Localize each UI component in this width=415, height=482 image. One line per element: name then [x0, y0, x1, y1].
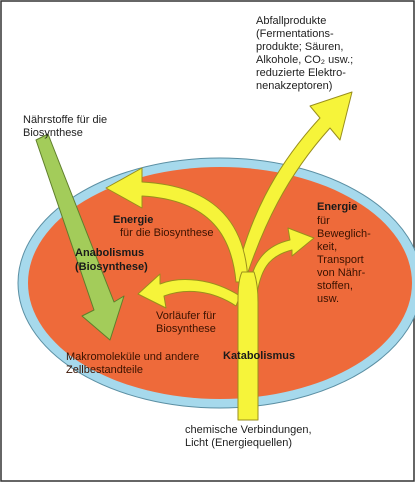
- energy-sources-label: chemische Verbindungen, Licht (Energiequ…: [185, 424, 312, 449]
- precursors-label: Vorläufer für Biosynthese: [156, 310, 216, 335]
- energy-arrow-precursors: [137, 273, 241, 309]
- energy-arrow-motion: [245, 227, 315, 301]
- energy-arrow-source: [237, 271, 259, 421]
- anabolism-title: Anabolismus: [75, 247, 145, 259]
- cell-membrane-edge: [17, 157, 415, 409]
- nutrient-arrow: [35, 133, 125, 341]
- energy-arrow-biosynthesis: [105, 167, 249, 283]
- macromolecules-label: Makromoleküle und andere Zellbestandteil…: [66, 351, 200, 376]
- waste-products-label: Abfallprodukte (Fermentations- produkte;…: [256, 15, 354, 92]
- energy-motion-title: Energie: [317, 201, 358, 213]
- energy-biosynthesis-title: Energie: [113, 214, 154, 226]
- nutrients-label: Nährstoffe für die Biosynthese: [23, 114, 108, 139]
- catabolism-label: Katabolismus: [223, 350, 296, 362]
- energy-biosynthesis-text: für die Biosynthese: [120, 227, 214, 239]
- cell-interior: [28, 167, 412, 399]
- energy-motion-text: für Beweglich- keit, Transport von Nähr-…: [317, 215, 371, 305]
- anabolism-subtitle: (Biosynthese): [75, 261, 148, 273]
- energy-arrow-waste: [236, 91, 353, 276]
